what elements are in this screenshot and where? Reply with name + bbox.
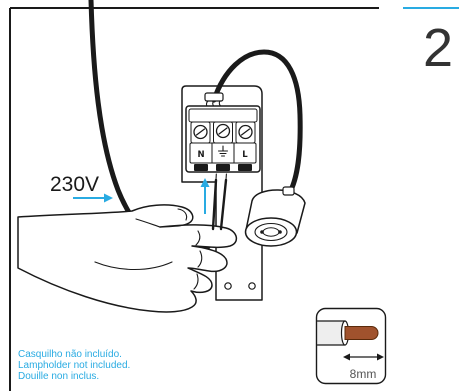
hand-outline — [18, 205, 236, 312]
terminal-label-live: L — [242, 150, 248, 160]
arrow-right-head — [104, 194, 113, 203]
terminal-block: N L — [186, 106, 260, 172]
note-line: Lampholder not included. — [18, 360, 130, 371]
wire-entry-slot — [194, 164, 208, 171]
copper-core — [345, 327, 378, 340]
hand-illustration — [18, 205, 236, 312]
lampholder-contact — [278, 230, 282, 234]
lampholder-cable-collar — [283, 187, 294, 195]
strip-length-detail: 8mm — [317, 309, 386, 384]
terminal-block-top — [189, 109, 257, 122]
arrow-up-icon — [201, 178, 210, 214]
terminal-label-neutral: N — [197, 150, 204, 160]
lampholder-inner-ring — [263, 228, 279, 236]
note-line: Douille non inclus. — [18, 371, 99, 382]
lampholder-contact — [260, 230, 264, 234]
note-line: Casquilho não incluído. — [18, 349, 122, 360]
lampholder-socket — [246, 187, 306, 246]
wire-entry-slot — [216, 164, 230, 171]
supply-voltage-label: 230V — [50, 173, 99, 196]
bracket-screw-hole — [225, 283, 231, 289]
strip-length-label: 8mm — [350, 367, 377, 381]
step-number: 2 — [423, 18, 453, 78]
wire-entry-slot — [238, 164, 252, 171]
cable-clamp — [205, 93, 223, 101]
bracket-screw-hole — [249, 283, 255, 289]
